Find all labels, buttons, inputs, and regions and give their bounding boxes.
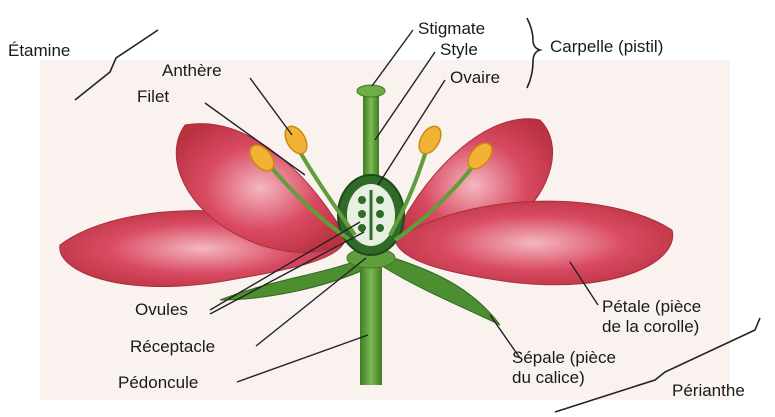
- label-petale-1: Pétale (pièce: [602, 298, 701, 316]
- label-ovules: Ovules: [135, 301, 188, 319]
- peduncle: [360, 255, 382, 385]
- stigma: [357, 85, 385, 97]
- label-perianthe: Périanthe: [672, 382, 745, 400]
- label-receptacle: Réceptacle: [130, 338, 215, 356]
- label-ovaire: Ovaire: [450, 69, 500, 87]
- label-carpelle: Carpelle (pistil): [550, 38, 663, 56]
- label-sepale-2: du calice): [512, 369, 585, 387]
- label-pedoncule: Pédoncule: [118, 374, 198, 392]
- label-sepale-1: Sépale (pièce: [512, 349, 616, 367]
- label-anthere: Anthère: [162, 62, 222, 80]
- label-etamine: Étamine: [8, 42, 70, 60]
- label-stigmate: Stigmate: [418, 20, 485, 38]
- label-petale-2: de la corolle): [602, 318, 699, 336]
- label-style: Style: [440, 41, 478, 59]
- label-filet: Filet: [137, 88, 169, 106]
